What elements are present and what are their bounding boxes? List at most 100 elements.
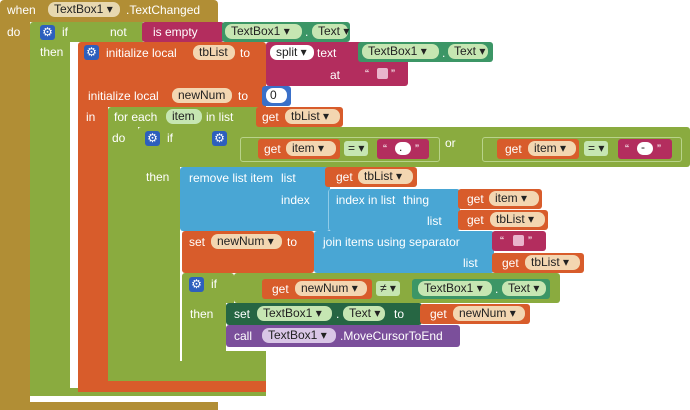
neq-operator[interactable]: ≠ ▾ — [376, 281, 400, 296]
mutator-gear-icon[interactable]: ⚙ — [84, 45, 99, 60]
get-tblist-dropdown-3-label: tbList — [496, 212, 525, 226]
get-label-4: get — [336, 170, 353, 184]
mutator-gear-icon[interactable]: ⚙ — [189, 277, 204, 292]
in-list-label: in list — [206, 110, 234, 124]
get-item-dropdown-1[interactable]: item ▾ — [286, 141, 336, 156]
set-prop-dropdown[interactable]: Text ▾ — [343, 306, 385, 321]
call-label: call — [234, 329, 253, 343]
open-quote-4: “ — [500, 234, 504, 248]
get-label-9: get — [430, 307, 447, 321]
prop-dropdown-3-label: Text — [508, 281, 531, 295]
if-block-3-foot — [182, 351, 266, 361]
call-textbox-dropdown[interactable]: TextBox1 ▾ — [262, 328, 336, 343]
if2-if-label: if — [167, 131, 173, 145]
mutator-gear-icon[interactable]: ⚙ — [145, 131, 160, 146]
init-newnum-to: to — [238, 89, 249, 103]
init-local-tblist-foot — [78, 380, 266, 392]
open-quote-3: “ — [625, 142, 629, 156]
number-value: 0 — [270, 88, 277, 102]
get-item-dropdown-3[interactable]: item ▾ — [489, 191, 539, 206]
eq-operator-2-label: = — [588, 141, 596, 155]
get-newnum-dropdown-2[interactable]: newNum ▾ — [453, 306, 525, 321]
get-tblist-dropdown-4[interactable]: tbList ▾ — [525, 255, 580, 270]
init-tblist-to: to — [240, 46, 251, 60]
set-label-2: set — [234, 307, 251, 321]
get-item-dropdown-3-label: item — [495, 191, 518, 205]
open-quote-2: “ — [383, 142, 387, 156]
prop-dropdown-2-label: Text — [454, 44, 477, 58]
set-textbox-dropdown-label: TextBox1 — [263, 306, 313, 320]
prop-dropdown-1[interactable]: Text ▾ — [312, 24, 349, 39]
item-var-field[interactable]: item — [166, 109, 202, 124]
number-field[interactable]: 0 — [266, 88, 287, 103]
if1-if-label: if — [62, 25, 68, 39]
get-tblist-dropdown-1[interactable]: tbList ▾ — [285, 109, 340, 124]
get-label-5: get — [467, 192, 484, 206]
mutator-gear-icon[interactable]: ⚙ — [212, 131, 227, 146]
textbox-dropdown-1[interactable]: TextBox1 ▾ — [225, 24, 302, 39]
textbox-dropdown-2-label: TextBox1 — [368, 44, 418, 58]
join-with-separator-block[interactable] — [314, 231, 494, 273]
get-label-3: get — [505, 142, 522, 156]
close-quote-4: ” — [528, 234, 532, 248]
not-block[interactable] — [100, 22, 145, 42]
set-newnum-dropdown[interactable]: newNum ▾ — [211, 234, 282, 249]
split-at-label: at — [330, 68, 341, 82]
textbox-dropdown-3[interactable]: TextBox1 ▾ — [418, 281, 492, 296]
tblist-var-label: tbList — [199, 45, 228, 59]
dot-2: . — [442, 46, 446, 60]
set-textbox-dropdown[interactable]: TextBox1 ▾ — [257, 306, 332, 321]
remove-list-item-block[interactable] — [180, 167, 330, 231]
dot-3: . — [495, 282, 499, 296]
if2-then-label: then — [146, 170, 170, 184]
close-quote-1: ” — [391, 67, 395, 81]
get-tblist-dropdown-2-label: tbList — [364, 169, 393, 183]
set-to-label-2: to — [394, 307, 405, 321]
string-field-1[interactable] — [377, 68, 388, 79]
textbox-dropdown-2[interactable]: TextBox1 ▾ — [362, 44, 439, 59]
get-tblist-dropdown-2[interactable]: tbList ▾ — [358, 169, 413, 184]
index-in-list-list-label: list — [427, 214, 442, 228]
remove-list-label: list — [281, 171, 296, 185]
init-tblist-label: initialize local — [106, 46, 177, 60]
get-label-6: get — [467, 213, 484, 227]
get-tblist-dropdown-3[interactable]: tbList ▾ — [490, 212, 545, 227]
is-empty-block[interactable] — [142, 22, 224, 42]
is-empty-label: is empty — [153, 25, 198, 39]
set-prop-dropdown-label: Text — [349, 306, 372, 320]
event-component-dropdown[interactable]: TextBox1 ▾ — [48, 2, 120, 17]
when-label: when — [7, 3, 36, 17]
tblist-var-field[interactable]: tbList — [193, 45, 235, 60]
mutator-gear-icon[interactable]: ⚙ — [40, 25, 55, 40]
join-list-label: list — [463, 256, 478, 270]
not-label: not — [110, 25, 127, 39]
prop-dropdown-3[interactable]: Text ▾ — [502, 281, 546, 296]
dash-string-field[interactable]: - — [637, 140, 653, 155]
join-label: join items using separator — [323, 235, 460, 249]
index-in-list-label: index in list — [336, 193, 396, 207]
get-newnum-dropdown-1[interactable]: newNum ▾ — [295, 281, 367, 296]
dot-string-field[interactable]: . — [395, 140, 411, 155]
eq-operator-1[interactable]: = ▾ — [344, 141, 369, 156]
split-text-label: text — [317, 46, 337, 60]
split-dropdown-label: split — [276, 45, 298, 59]
index-in-list-block[interactable] — [328, 189, 460, 231]
set-label-1: set — [189, 235, 206, 249]
string-field-2[interactable] — [513, 235, 524, 246]
if3-if-label: if — [211, 277, 217, 291]
get-item-dropdown-2[interactable]: item ▾ — [528, 141, 576, 156]
if-block-1-foot — [30, 388, 266, 396]
close-quote-2: ” — [415, 142, 419, 156]
newnum-var-field[interactable]: newNum — [172, 88, 232, 103]
call-textbox-dropdown-label: TextBox1 — [268, 328, 318, 342]
textbox-dropdown-3-label: TextBox1 — [424, 281, 474, 295]
dot-1: . — [305, 25, 309, 39]
init-newnum-label: initialize local — [88, 89, 159, 103]
get-label-7: get — [502, 256, 519, 270]
dash-string-value: - — [641, 140, 645, 154]
eq-operator-2[interactable]: = ▾ — [584, 141, 609, 156]
dot-string-value: . — [399, 140, 403, 154]
split-dropdown[interactable]: split ▾ — [270, 45, 314, 60]
prop-dropdown-2[interactable]: Text ▾ — [448, 44, 488, 59]
event-block-foot — [0, 402, 216, 410]
